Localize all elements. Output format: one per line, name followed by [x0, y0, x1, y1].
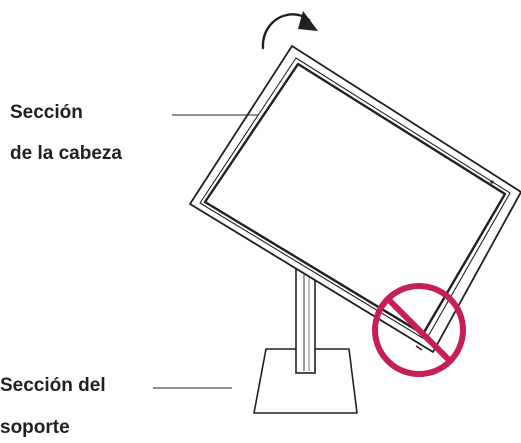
head-section-label-line2: de la cabeza: [10, 143, 122, 164]
no-symbol-icon: [372, 283, 466, 377]
stand-section-label-line2: soporte: [0, 417, 70, 438]
stand-column: [295, 267, 316, 374]
stand-section-label-line1: Sección del: [0, 375, 106, 396]
head-section-label-line1: Sección: [10, 102, 83, 123]
monitor-button: [415, 345, 423, 351]
rotate-clockwise-arrow-icon: [261, 11, 318, 50]
stand-base: [253, 348, 358, 414]
power-indicator: [490, 180, 494, 184]
monitor-head: [189, 45, 521, 353]
